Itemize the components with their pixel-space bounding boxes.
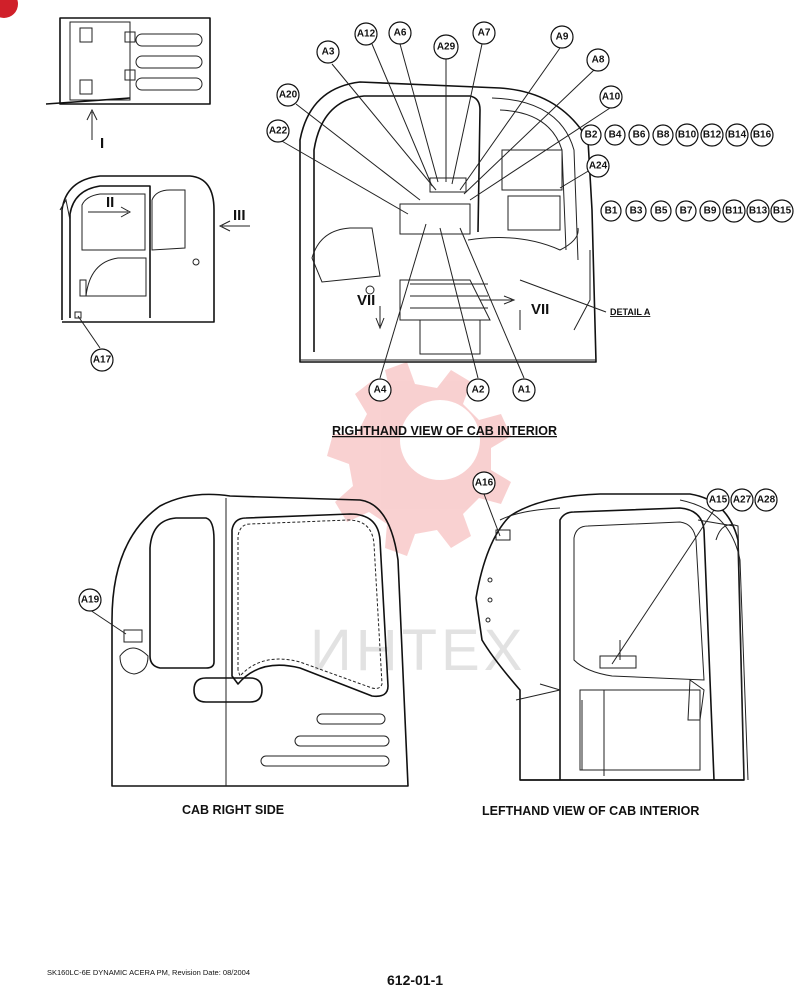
svg-text:A29: A29: [437, 42, 456, 53]
svg-text:B13: B13: [749, 206, 768, 217]
cab-side-view: [59, 175, 250, 323]
svg-text:B6: B6: [633, 130, 646, 141]
svg-text:A12: A12: [357, 29, 376, 40]
page-number: 612-01-1: [387, 972, 444, 988]
svg-text:B4: B4: [609, 130, 622, 141]
callout-B7: B7: [675, 200, 697, 222]
cab-right-side: [111, 493, 409, 787]
svg-text:A2: A2: [472, 385, 485, 396]
svg-text:A16: A16: [475, 478, 494, 489]
callout-A28: A28: [754, 488, 778, 512]
callout-A3: A3: [316, 40, 340, 64]
callout-A24: A24: [586, 154, 610, 178]
detail-a-label: DETAIL A: [610, 307, 651, 317]
svg-text:A9: A9: [556, 32, 569, 43]
svg-text:A7: A7: [478, 28, 491, 39]
svg-text:B1: B1: [605, 206, 618, 217]
svg-text:B3: B3: [630, 206, 643, 217]
view-marker-i: I: [100, 135, 104, 152]
svg-text:B12: B12: [703, 130, 722, 141]
callout-B2: B2: [580, 124, 602, 146]
callout-A22: A22: [266, 119, 290, 143]
cab-top-view: [45, 17, 211, 140]
svg-text:A24: A24: [589, 161, 608, 172]
callout-B14: B14: [725, 123, 749, 147]
callout-B10: B10: [675, 123, 699, 147]
svg-text:A17: A17: [93, 355, 112, 366]
svg-text:A27: A27: [733, 495, 752, 506]
svg-text:B11: B11: [725, 206, 743, 217]
callout-A17: A17: [90, 348, 114, 372]
svg-text:A1: A1: [518, 385, 531, 396]
svg-text:B9: B9: [704, 206, 717, 217]
callout-A19: A19: [78, 588, 102, 612]
svg-text:B2: B2: [585, 130, 598, 141]
callout-B9: B9: [699, 200, 721, 222]
svg-text:A3: A3: [322, 47, 335, 58]
view-marker-iii: III: [233, 207, 246, 224]
section-marker-vii-left: VII: [357, 292, 375, 309]
svg-text:B14: B14: [728, 130, 747, 141]
svg-text:A19: A19: [81, 595, 100, 606]
svg-text:A22: A22: [269, 126, 288, 137]
section-marker-vii-right: VII: [531, 301, 549, 318]
callout-A12: A12: [354, 22, 378, 46]
svg-text:B7: B7: [680, 206, 693, 217]
righthand-cab-interior: [299, 81, 607, 363]
svg-text:B8: B8: [657, 130, 670, 141]
callout-A15: A15: [706, 488, 730, 512]
callout-A27: A27: [730, 488, 754, 512]
callout-B3: B3: [625, 200, 647, 222]
svg-text:B15: B15: [773, 206, 792, 217]
callout-A16: A16: [472, 471, 496, 495]
cab-right-side-caption: CAB RIGHT SIDE: [182, 803, 284, 817]
callout-B6: B6: [628, 124, 650, 146]
callout-B13: B13: [746, 199, 770, 223]
callout-A10: A10: [599, 85, 623, 109]
svg-text:B5: B5: [655, 206, 668, 217]
svg-text:A6: A6: [394, 28, 407, 39]
lefthand-cab-interior: [475, 493, 749, 781]
callout-B15: B15: [770, 199, 794, 223]
callout-B12: B12: [700, 123, 724, 147]
svg-text:A8: A8: [592, 55, 605, 66]
callout-B16: B16: [750, 123, 774, 147]
lefthand-view-caption: LEFTHAND VIEW OF CAB INTERIOR: [482, 804, 699, 818]
callout-A4: A4: [368, 378, 392, 402]
callout-A8: A8: [586, 48, 610, 72]
document-reference: SK160LC-6E DYNAMIC ACERA PM, Revision Da…: [47, 968, 251, 977]
callout-A1: A1: [512, 378, 536, 402]
svg-text:A4: A4: [374, 385, 387, 396]
leader-lines: [77, 43, 715, 665]
view-marker-ii: II: [106, 194, 114, 211]
callout-B1: B1: [600, 200, 622, 222]
callout-B11: B11: [722, 199, 746, 223]
page-badge: [0, 0, 18, 18]
watermark-logo: [327, 362, 511, 556]
callout-A2: A2: [466, 378, 490, 402]
callout-A29: A29: [433, 34, 459, 60]
svg-text:A20: A20: [279, 90, 298, 101]
callout-A7: A7: [472, 21, 496, 45]
svg-text:A10: A10: [602, 92, 621, 103]
callout-B5: B5: [650, 200, 672, 222]
svg-text:B10: B10: [678, 130, 697, 141]
svg-text:B16: B16: [753, 130, 772, 141]
callout-A20: A20: [276, 83, 300, 107]
callout-B4: B4: [604, 124, 626, 146]
callout-B8: B8: [652, 124, 674, 146]
righthand-view-caption: RIGHTHAND VIEW OF CAB INTERIOR: [332, 424, 557, 438]
watermark-text: ИНТЕХ: [310, 618, 526, 683]
callout-A9: A9: [550, 25, 574, 49]
svg-text:A28: A28: [757, 495, 776, 506]
svg-text:A15: A15: [709, 495, 728, 506]
callout-A6: A6: [388, 21, 412, 45]
